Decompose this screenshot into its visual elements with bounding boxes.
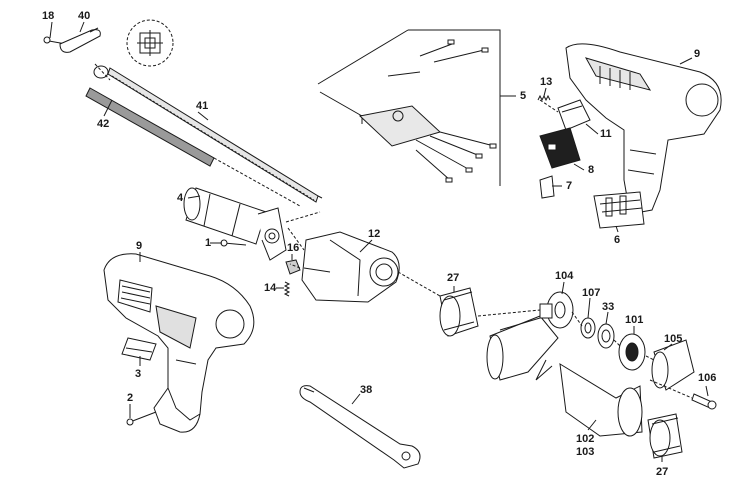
part-nozzle-105 bbox=[651, 339, 695, 391]
part-electronics-5 bbox=[317, 29, 516, 186]
part-spring-14 bbox=[283, 281, 291, 297]
callout-106: 106 bbox=[698, 372, 717, 384]
callout-33: 33 bbox=[602, 301, 615, 313]
leader-lines bbox=[49, 21, 709, 462]
callout-105: 105 bbox=[664, 333, 683, 345]
part-handle-40 bbox=[59, 27, 111, 81]
part-label-3 bbox=[121, 337, 157, 361]
callout-40: 40 bbox=[78, 10, 91, 22]
part-housing-9-lower bbox=[103, 253, 255, 433]
part-nut-27-top bbox=[439, 287, 479, 337]
callout-103: 103 bbox=[576, 446, 595, 458]
part-clip-6 bbox=[593, 191, 645, 229]
part-7 bbox=[539, 175, 555, 199]
callout-3: 3 bbox=[135, 368, 142, 380]
callout-1: 1 bbox=[205, 237, 212, 249]
part-motor-4 bbox=[183, 187, 321, 261]
callout-107: 107 bbox=[582, 287, 601, 299]
part-rack-41 bbox=[107, 67, 323, 203]
part-screw-106 bbox=[691, 393, 717, 410]
callout-102: 102 bbox=[576, 433, 595, 445]
callout-5: 5 bbox=[520, 90, 527, 102]
part-wrench-38 bbox=[299, 385, 421, 469]
part-tube-102-103 bbox=[486, 315, 643, 437]
callout-9-lower: 9 bbox=[136, 240, 143, 252]
part-washer-107 bbox=[580, 317, 596, 339]
callout-38: 38 bbox=[360, 384, 373, 396]
callout-13: 13 bbox=[540, 76, 553, 88]
part-washer-33 bbox=[597, 323, 615, 349]
callout-14: 14 bbox=[264, 282, 277, 294]
callout-9-upper: 9 bbox=[694, 48, 701, 60]
part-housing-9-upper bbox=[565, 43, 722, 215]
callout-2: 2 bbox=[127, 392, 134, 404]
part-screw-1 bbox=[220, 239, 247, 247]
part-disc-101 bbox=[618, 333, 646, 371]
part-gear-housing-12 bbox=[301, 231, 441, 303]
callout-6: 6 bbox=[614, 234, 621, 246]
part-switch-11 bbox=[557, 99, 591, 131]
detail-inset bbox=[126, 19, 174, 67]
callout-42: 42 bbox=[97, 118, 110, 130]
callout-27-bottom: 27 bbox=[656, 466, 669, 478]
callout-104: 104 bbox=[555, 270, 574, 282]
part-spring-13 bbox=[537, 94, 551, 102]
part-trigger-8 bbox=[539, 127, 581, 169]
part-rack-42 bbox=[85, 87, 301, 207]
callout-18: 18 bbox=[42, 10, 55, 22]
callout-11: 11 bbox=[600, 128, 612, 140]
assembly-lines bbox=[287, 99, 693, 399]
callout-101: 101 bbox=[625, 314, 644, 326]
callout-41: 41 bbox=[196, 100, 209, 112]
part-flange-104 bbox=[539, 291, 574, 329]
callout-8: 8 bbox=[588, 164, 595, 176]
callout-16: 16 bbox=[287, 242, 300, 254]
callout-4: 4 bbox=[177, 192, 184, 204]
callout-12: 12 bbox=[368, 228, 381, 240]
part-screw-2 bbox=[126, 411, 157, 426]
part-nut-27-bottom bbox=[647, 413, 683, 459]
callout-27-top: 27 bbox=[447, 272, 460, 284]
part-16 bbox=[285, 259, 301, 275]
callout-7: 7 bbox=[566, 180, 573, 192]
